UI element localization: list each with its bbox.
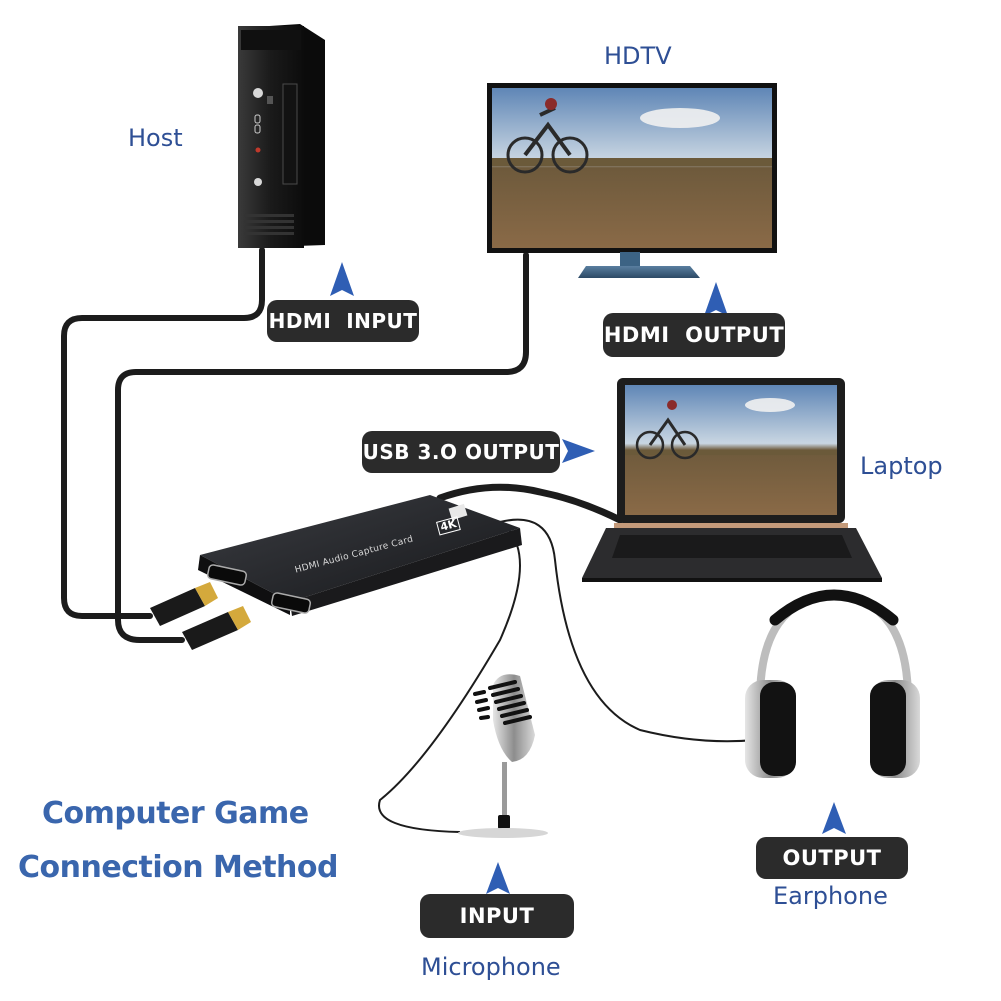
diagram-title-line-2: Connection Method <box>18 850 339 885</box>
audio-input-badge: INPUT <box>420 894 574 938</box>
arrow-up-icon <box>486 862 510 894</box>
cable-hdmi-output <box>115 252 529 643</box>
cable-usb <box>436 483 624 524</box>
headphones-icon <box>745 589 920 778</box>
arrow-right-icon <box>562 439 595 463</box>
arrow-up-icon <box>704 282 728 316</box>
microphone-label: Microphone <box>421 953 561 981</box>
usb-output-badge: USB 3.O OUTPUT <box>362 431 560 473</box>
arrow-up-icon <box>822 802 846 834</box>
earphone-label: Earphone <box>773 882 888 910</box>
laptop-label: Laptop <box>860 452 943 480</box>
cable-microphone <box>378 521 521 833</box>
audio-output-badge: OUTPUT <box>756 837 908 879</box>
diagram-title-line-1: Computer Game <box>42 796 309 831</box>
arrow-up-icon <box>330 262 354 296</box>
capture-card-icon <box>198 495 522 616</box>
microphone-icon <box>458 674 548 838</box>
hdtv-monitor-icon <box>487 83 777 278</box>
hdtv-label: HDTV <box>604 42 672 70</box>
host-tower-icon <box>238 24 325 248</box>
host-label: Host <box>128 124 183 152</box>
hdmi-input-badge: HDMI INPUT <box>267 300 419 342</box>
laptop-icon <box>582 378 882 582</box>
cable-hdmi-input <box>61 247 265 619</box>
cable-earphone <box>499 518 756 743</box>
hdmi-output-badge: HDMI OUTPUT <box>603 313 785 357</box>
hdmi-plug-icon <box>150 582 251 650</box>
